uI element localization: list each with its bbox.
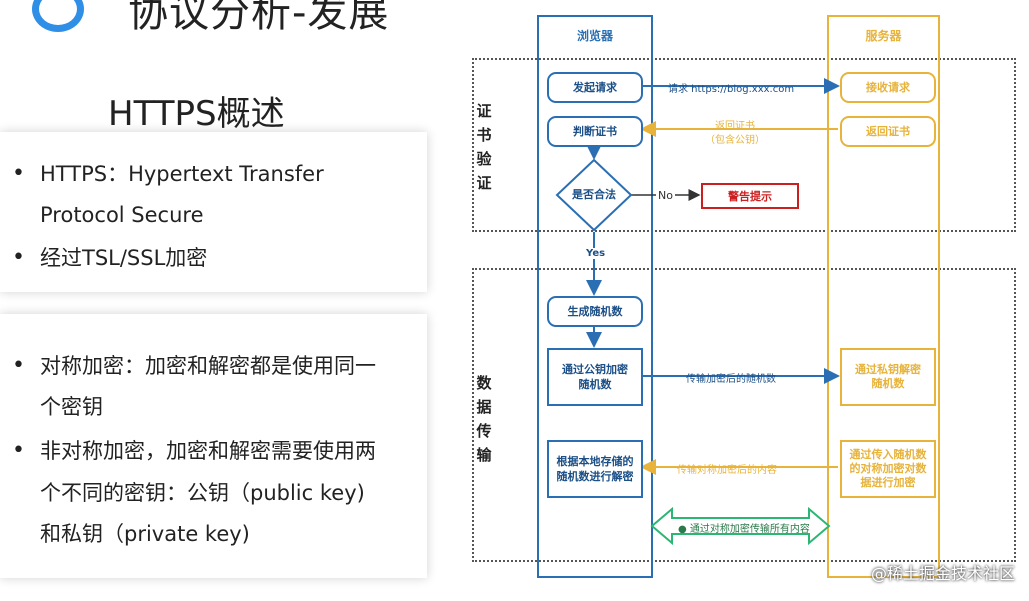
arrow-label-no: No bbox=[656, 189, 675, 202]
arrow-label-request: 请求 https://blog.xxx.com bbox=[668, 84, 795, 95]
https-overview-card: • HTTPS：Hypertext Transfer Protocol Secu… bbox=[0, 132, 427, 292]
arrow-symmetric bbox=[650, 506, 831, 546]
step-decrypt: 根据本地存储的随机数进行解密 bbox=[547, 440, 643, 498]
step-gen-label: 生成随机数 bbox=[567, 305, 623, 318]
group-label-cert: 证书验证 bbox=[475, 99, 493, 195]
page-title: 协议分析-发展 bbox=[128, 0, 390, 36]
group-label-data: 数据传输 bbox=[475, 371, 493, 467]
bullet-text: 对称加密：加密和解密都是使用同一 bbox=[40, 354, 376, 378]
bullet-dot: • bbox=[12, 245, 25, 270]
data-transfer-group bbox=[472, 268, 1016, 562]
step-encrypt-random: 通过公钥加密随机数 bbox=[547, 348, 643, 406]
browser-lane-title: 浏览器 bbox=[576, 29, 613, 43]
server-return-label: 返回证书 bbox=[866, 124, 910, 138]
arrow-label-send-random: 传输加密后的随机数 bbox=[686, 374, 776, 385]
warning-label: 警告提示 bbox=[728, 190, 772, 203]
bullet-text: 和私钥（private key) bbox=[40, 522, 250, 546]
bullet-dot: • bbox=[12, 353, 25, 378]
group-label-data-text: 数据传输 bbox=[476, 374, 492, 464]
step-gen-random: 生成随机数 bbox=[547, 296, 643, 327]
bullet-text: 个不同的密钥：公钥（public key) bbox=[40, 481, 365, 505]
step-initiate-request: 发起请求 bbox=[547, 72, 643, 103]
step-decrypt-label: 根据本地存储的随机数进行解密 bbox=[556, 455, 634, 483]
bullet-dot: • bbox=[12, 161, 25, 186]
bullet-text: 经过TSL/SSL加密 bbox=[40, 246, 208, 270]
bullet-text: Protocol Secure bbox=[40, 203, 204, 227]
server-lane: 服务器 bbox=[827, 15, 940, 578]
arrow-label-yes: Yes bbox=[585, 248, 607, 259]
arrow-label-all-content-text: 通过对称加密传输所有内容 bbox=[689, 524, 810, 535]
encryption-types-card: • 对称加密：加密和解密都是使用同一 个密钥 • 非对称加密，加密和解密需要使用… bbox=[0, 314, 427, 578]
server-decrypt-private: 通过私钥解密随机数 bbox=[840, 348, 936, 406]
server-encrypt-sym: 通过传入随机数的对称加密对数据进行加密 bbox=[840, 440, 936, 498]
step-initiate-label: 发起请求 bbox=[573, 81, 617, 94]
step-judge-cert: 判断证书 bbox=[547, 116, 643, 147]
arrow-label-return-cert: 返回证书 bbox=[715, 121, 755, 132]
decision-label: 是否合法 bbox=[572, 188, 616, 201]
bullet-dot: • bbox=[12, 438, 25, 463]
cert-verify-group bbox=[472, 58, 1016, 232]
arrow-label-send-content: 传输对称加密后的内容 bbox=[677, 465, 777, 476]
arrow-label-all-content: ● 通过对称加密传输所有内容 bbox=[678, 524, 810, 535]
logo-icon bbox=[32, 0, 84, 32]
warning-box: 警告提示 bbox=[701, 183, 799, 209]
server-encrypt-label: 通过传入随机数的对称加密对数据进行加密 bbox=[849, 448, 927, 489]
bullet-text: 个密钥 bbox=[40, 395, 103, 419]
step-judge-label: 判断证书 bbox=[573, 125, 617, 138]
server-receive-label: 接收请求 bbox=[866, 80, 910, 94]
server-return-cert: 返回证书 bbox=[840, 116, 936, 147]
server-decrypt-label: 通过私钥解密随机数 bbox=[855, 363, 921, 390]
bullet-text: HTTPS：Hypertext Transfer bbox=[40, 162, 324, 186]
decision-diamond bbox=[555, 158, 633, 232]
watermark: @稀土掘金技术社区 bbox=[870, 564, 1015, 583]
arrow-label-return-cert-note: （包含公钥） bbox=[705, 135, 765, 146]
section-title: HTTPS概述 bbox=[108, 94, 285, 134]
browser-lane: 浏览器 bbox=[537, 15, 653, 578]
step-encrypt-label: 通过公钥加密随机数 bbox=[562, 363, 628, 391]
server-lane-title: 服务器 bbox=[865, 29, 902, 43]
group-label-cert-text: 证书验证 bbox=[476, 102, 492, 192]
server-receive-request: 接收请求 bbox=[840, 72, 936, 103]
bullet-text: 非对称加密，加密和解密需要使用两 bbox=[40, 439, 376, 463]
